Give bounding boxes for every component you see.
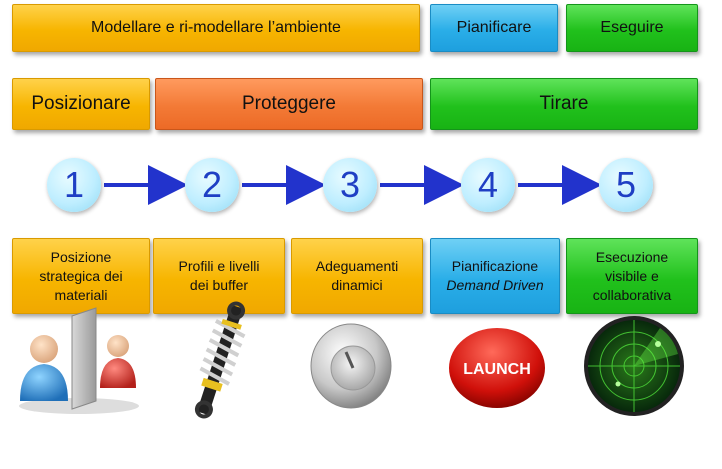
step-circle-5: 5 [599,158,653,212]
card-line: collaborativa [592,286,672,303]
stage-protect-box: Proteggere [155,78,423,130]
card-position: Posizione strategica dei materiali [12,238,150,314]
card-line: strategica dei [39,267,123,284]
card-adjustments: Adeguamenti dinamici [291,238,423,314]
phase-model-label: Modellare e ri-modellare l’ambiente [91,19,341,36]
phase-model-box: Modellare e ri-modellare l’ambiente [12,4,420,52]
launch-button-icon: LAUNCH [449,328,545,408]
card-planning: Pianificazione Demand Driven [430,238,560,314]
card-line: Demand Driven [446,277,544,293]
card-line: dei buffer [189,277,249,293]
step-circle-2: 2 [185,158,239,212]
step-circle-3: 3 [323,158,377,212]
step-number: 5 [615,164,637,205]
card-line: materiali [54,286,108,303]
step-number: 3 [339,164,361,205]
card-execution: Esecuzione visibile e collaborativa [566,238,698,314]
card-line: Esecuzione [595,248,669,265]
stage-protect-label: Proteggere [241,93,336,114]
stage-pull-box: Tirare [430,78,698,130]
radar-icon [584,316,684,416]
dial-knob-icon [310,323,392,409]
card-line: visibile e [605,267,659,284]
phase-execute-label: Eseguire [600,19,664,36]
shock-absorber-icon [194,301,246,419]
step-number: 4 [477,164,499,205]
phase-plan-label: Pianificare [456,19,532,36]
step-circle-4: 4 [461,158,515,212]
step-circle-1: 1 [47,158,101,212]
phase-plan-box: Pianificare [430,4,558,52]
step-number: 2 [201,164,223,205]
stage-position-label: Posizionare [31,93,131,114]
step-number: 1 [63,164,85,205]
people-partition-icon [19,307,139,414]
card-line: Pianificazione [451,258,539,274]
phase-execute-box: Eseguire [566,4,698,52]
card-buffers: Profili e livelli dei buffer [153,238,285,314]
card-line: dinamici [331,277,383,293]
stage-position-box: Posizionare [12,78,150,130]
card-line: Posizione [50,248,112,265]
stage-pull-label: Tirare [539,93,589,114]
launch-label: LAUNCH [463,361,531,378]
card-line: Adeguamenti [315,258,399,274]
card-line: Profili e livelli [178,258,260,274]
